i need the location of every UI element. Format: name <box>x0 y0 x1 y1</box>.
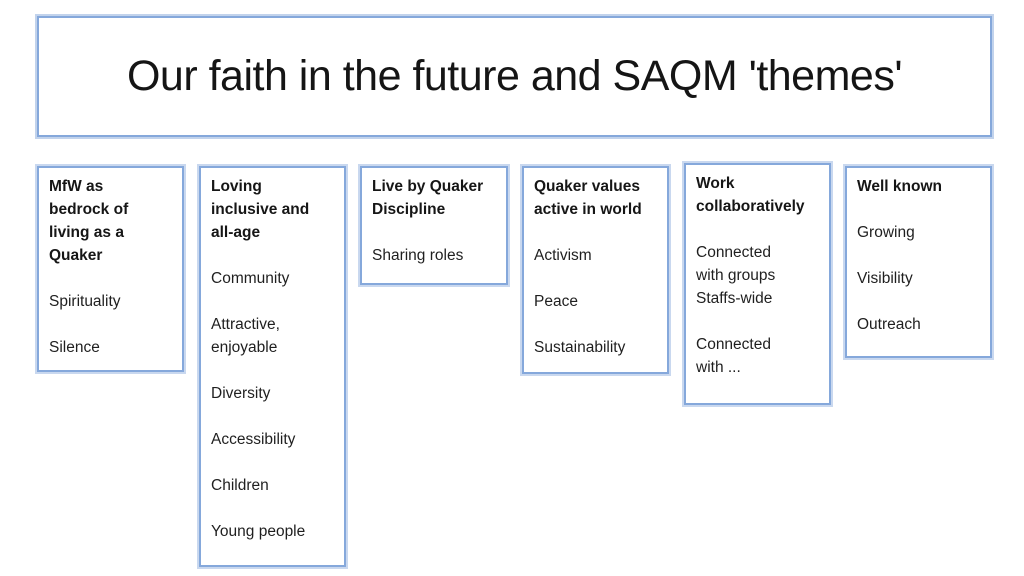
slide-title: Our faith in the future and SAQM 'themes… <box>126 52 903 100</box>
theme-item: Children <box>211 477 269 494</box>
theme-heading: Loving inclusive and all-age <box>211 178 310 241</box>
theme-item: Young people <box>211 523 306 540</box>
theme-item: Diversity <box>211 385 271 402</box>
theme-item: Community <box>211 270 290 287</box>
theme-item: Sustainability <box>534 339 626 356</box>
theme-box-loving-inclusive: Loving inclusive and all-age Community A… <box>199 166 346 567</box>
title-box: Our faith in the future and SAQM 'themes… <box>37 16 992 137</box>
theme-item: Activism <box>534 247 592 264</box>
theme-heading: Well known <box>857 178 942 195</box>
theme-box-mfw-bedrock: MfW as bedrock of living as a Quaker Spi… <box>37 166 184 372</box>
theme-heading: Live by Quaker Discipline <box>372 178 484 218</box>
theme-heading: Work collaboratively <box>696 175 805 215</box>
theme-item: Accessibility <box>211 431 296 448</box>
theme-box-quaker-values: Quaker values active in world Activism P… <box>522 166 669 374</box>
theme-heading: MfW as bedrock of living as a Quaker <box>49 178 129 264</box>
theme-box-well-known: Well known Growing Visibility Outreach <box>845 166 992 358</box>
theme-item: Growing <box>857 224 915 241</box>
theme-item: Outreach <box>857 316 921 333</box>
theme-item: Connected with ... <box>696 336 771 376</box>
theme-item: Attractive, enjoyable <box>211 316 280 356</box>
theme-item: Silence <box>49 339 100 356</box>
theme-item: Peace <box>534 293 578 310</box>
theme-item: Connected with groups Staffs-wide <box>696 244 776 307</box>
theme-item: Sharing roles <box>372 247 464 264</box>
theme-heading: Quaker values active in world <box>534 178 642 218</box>
theme-item: Visibility <box>857 270 913 287</box>
theme-box-quaker-discipline: Live by Quaker Discipline Sharing roles <box>360 166 508 285</box>
theme-box-work-collaboratively: Work collaboratively Connected with grou… <box>684 163 831 405</box>
theme-item: Spirituality <box>49 293 121 310</box>
